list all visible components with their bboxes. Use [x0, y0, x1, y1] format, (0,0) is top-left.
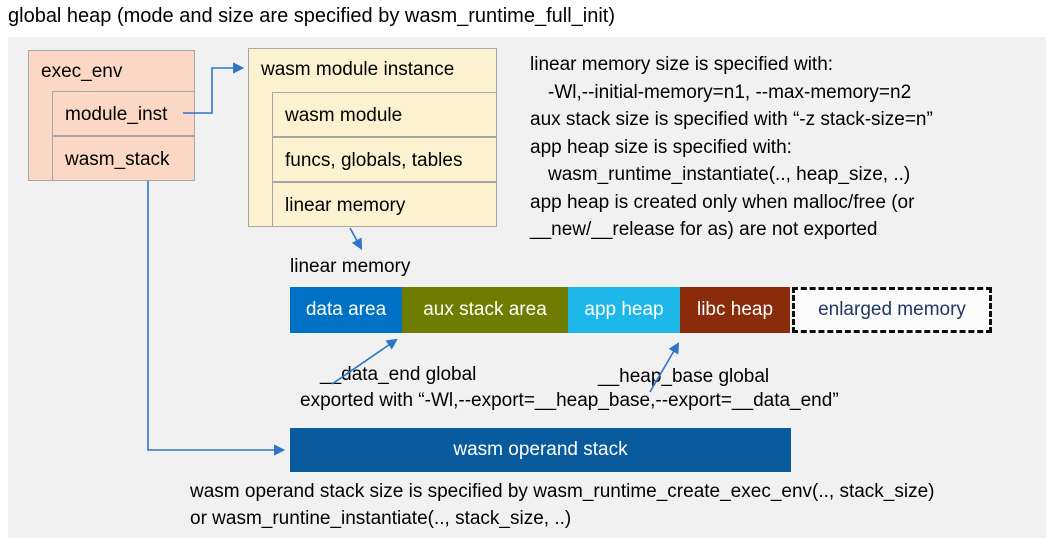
note-line: or wasm_runtine_instantiate(.., stack_si… — [190, 507, 572, 529]
module-instance-title: wasm module instance — [261, 59, 455, 80]
note-line: -Wl,--initial-memory=n1, --max-memory=n2 — [548, 81, 912, 103]
exec-env-row-wasm-stack: wasm_stack — [52, 136, 195, 181]
note-line: app heap is created only when malloc/fre… — [530, 191, 915, 213]
size-notes: linear memory size is specified with: -W… — [530, 51, 933, 244]
segment-aux-stack-area: aux stack area — [402, 287, 568, 333]
note-line: aux stack size is specified with “-z sta… — [530, 109, 933, 130]
exec-env-row-module-inst: module_inst — [52, 91, 195, 136]
linear-memory-label: linear memory — [290, 256, 411, 277]
note-line: app heap size is specified with: — [530, 136, 792, 158]
module-instance-row-wasm-module: wasm module — [272, 92, 497, 137]
note-line: linear memory size is specified with: — [530, 54, 834, 75]
exec-env-title: exec_env — [41, 61, 123, 82]
segment-enlarged-memory: enlarged memory — [792, 287, 992, 333]
heap-base-global-label: __heap_base global — [598, 366, 770, 387]
note-line: __new/__release for as) are not exported — [530, 219, 878, 240]
module-instance-row-linear-memory: linear memory — [272, 182, 497, 227]
segment-libc-heap: libc heap — [680, 287, 790, 333]
data-end-global-label: __data_end global — [320, 364, 477, 385]
module-instance-row-funcs-globals-tables: funcs, globals, tables — [272, 137, 497, 182]
operand-stack-notes: wasm operand stack size is specified by … — [190, 479, 935, 532]
segment-app-heap: app heap — [568, 287, 680, 333]
note-line: wasm_runtime_instantiate(.., heap_size, … — [548, 164, 911, 185]
segment-data-area: data area — [290, 287, 402, 333]
export-note: exported with “-Wl,--export=__heap_base,… — [300, 390, 839, 411]
diagram-title: global heap (mode and size are specified… — [8, 5, 615, 27]
wasm-operand-stack-bar: wasm operand stack — [290, 428, 791, 472]
note-line: wasm operand stack size is specified by … — [190, 481, 935, 502]
